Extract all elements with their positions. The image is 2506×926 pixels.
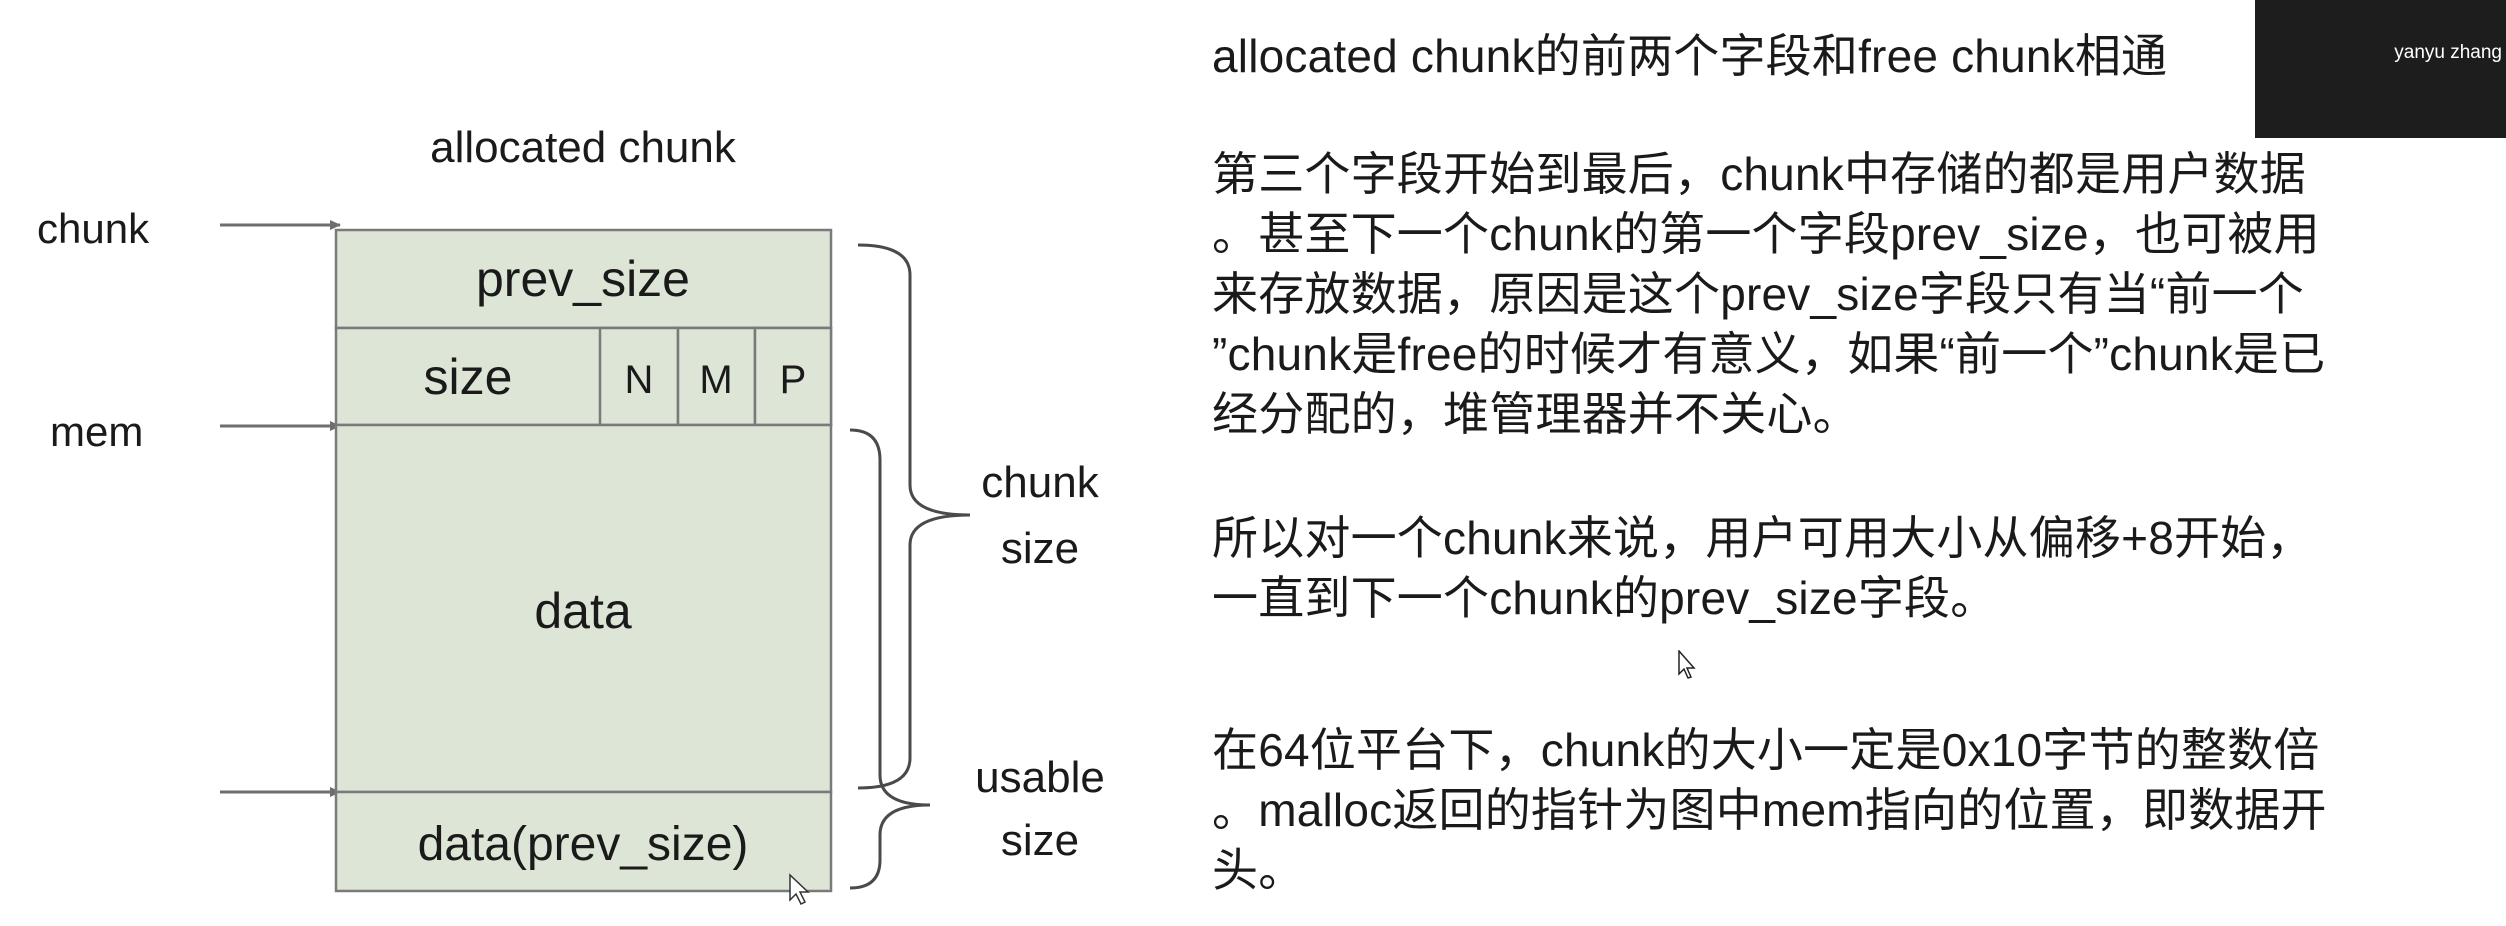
note-line: 。甚至下一个chunk的第一个字段prev_size，也可被用: [1212, 208, 2320, 260]
usable-size-label-line1: usable: [975, 753, 1105, 802]
usable-size-bracket: [849, 428, 931, 890]
data-label: data: [534, 583, 632, 639]
chunk-size-label-line1: chunk: [981, 458, 1099, 507]
flag-m-label: M: [699, 358, 732, 402]
note-paragraph-4: 在64位平台下，chunk的大小一定是0x10字节的整数倍 。malloc返回的…: [1212, 720, 2490, 900]
note-line: 所以对一个chunk来说，用户可用大小从偏移+8开始，: [1212, 512, 2313, 564]
prev-size-cell: [334, 228, 833, 330]
note-line: 第三个字段开始到最后，chunk中存储的都是用户数据: [1212, 148, 2306, 200]
next-prev-size-label: data(prev_size): [418, 818, 749, 871]
note-line: 经分配的，堆管理器并不关心。: [1212, 388, 1859, 440]
flag-p-label: P: [780, 358, 807, 402]
note-line: 。malloc返回的指针为图中mem指向的位置，即数据开: [1212, 784, 2327, 836]
note-line: 一直到下一个chunk的prev_size字段。: [1212, 572, 1997, 624]
webcam-video-tile[interactable]: yanyu zhang: [2255, 0, 2506, 138]
chunk-pointer-label: chunk: [37, 205, 150, 252]
note-paragraph-2: 第三个字段开始到最后，chunk中存储的都是用户数据 。甚至下一个chunk的第…: [1212, 144, 2490, 444]
next-prev-size-cell: [334, 790, 833, 893]
note-line: allocated chunk的前两个字段和free chunk相通: [1212, 30, 2168, 82]
chunk-size-bracket: [857, 243, 971, 790]
allocated-chunk-diagram: allocated chunk chunk mem prev_size size…: [37, 123, 1105, 906]
flag-n-label: N: [625, 358, 654, 402]
pointer-cursor-icon: [789, 873, 810, 906]
note-line: 来存放数据，原因是这个prev_size字段只有当“前一个: [1212, 268, 2304, 320]
mem-pointer-label: mem: [50, 408, 143, 455]
usable-size-label-line2: size: [1001, 816, 1079, 865]
note-line: 在64位平台下，chunk的大小一定是0x10字节的整数倍: [1212, 724, 2320, 776]
note-paragraph-1: allocated chunk的前两个字段和free chunk相通: [1212, 26, 2490, 86]
note-line: 头。: [1212, 844, 1305, 896]
note-line: ”chunk是free的时候才有意义，如果“前一个”chunk是已: [1212, 328, 2326, 380]
size-label: size: [424, 349, 513, 405]
chunk-size-label-line2: size: [1001, 524, 1079, 573]
data-cell: [334, 423, 833, 794]
diagram-title: allocated chunk: [430, 123, 737, 172]
prev-size-label: prev_size: [476, 251, 690, 307]
mouse-cursor-icon: [1678, 650, 1696, 679]
flag-n-cell: [598, 326, 680, 427]
participant-name: yanyu zhang: [2394, 42, 2502, 63]
note-paragraph-3: 所以对一个chunk来说，用户可用大小从偏移+8开始， 一直到下一个chunk的…: [1212, 508, 2490, 628]
